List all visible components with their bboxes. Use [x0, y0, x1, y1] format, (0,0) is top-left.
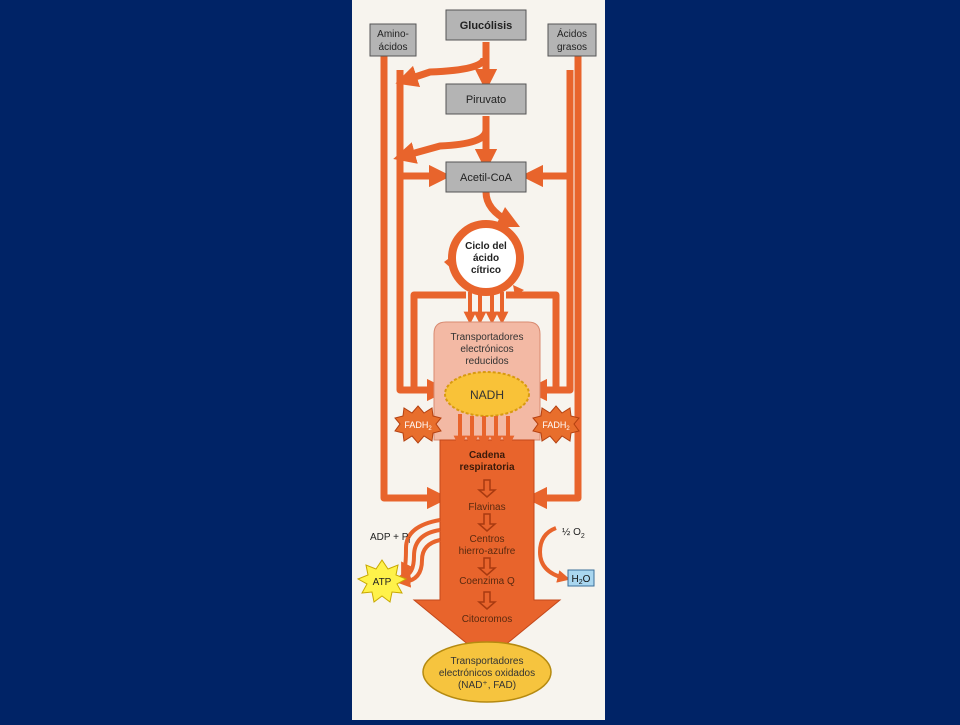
side-arrows — [380, 42, 582, 510]
fadh-left-burst: FADH2 — [394, 405, 442, 444]
oxidized-label-1: Transportadores — [451, 656, 524, 667]
aminoacidos-label-2: ácidos — [379, 42, 408, 53]
acidos-grasos-label-2: grasos — [557, 42, 587, 53]
chain-flavinas: Flavinas — [468, 502, 505, 513]
oxidized-carriers: Transportadores electrónicos oxidados (N… — [422, 641, 552, 703]
arrow-cycle-left-out — [410, 291, 466, 390]
chain-centros-1: Centros — [469, 534, 504, 545]
box-piruvato: Piruvato — [445, 83, 527, 115]
chain-citocromos: Citocromos — [462, 614, 513, 625]
chain-labels: Cadena respiratoria Flavinas Centros hie… — [459, 450, 516, 625]
box-glucolisis: Glucólisis — [445, 9, 527, 41]
atp-label: ATP — [373, 577, 392, 588]
water-label: H2O — [572, 574, 591, 586]
chain-title-1: Cadena — [469, 450, 506, 461]
chain-centros-2: hierro-azufre — [459, 546, 516, 557]
glucolisis-label: Glucólisis — [460, 20, 513, 32]
reduced-carriers-label-3: reducidos — [465, 356, 508, 367]
arrow-acetil-cycle — [482, 191, 521, 228]
chain-coenzima: Coenzima Q — [459, 576, 515, 587]
arrow-right-outer — [524, 56, 582, 510]
adp-label: ADP + Pi — [370, 532, 410, 545]
cycle-label-2: ácido — [473, 253, 499, 264]
nadh-burst: NADH — [444, 371, 530, 417]
acetil-coa-label: Acetil-CoA — [460, 172, 513, 184]
aminoacidos-label-1: Amino- — [377, 29, 409, 40]
atp-burst: ATP — [356, 559, 408, 603]
box-acidos-grasos: Ácidos grasos — [547, 23, 597, 57]
box-aminoacidos: Amino- ácidos — [369, 23, 417, 57]
oxygen-water-arrow — [537, 526, 571, 583]
cycle-label-1: Ciclo del — [465, 241, 507, 252]
cycle-label-3: cítrico — [471, 265, 501, 276]
reduced-carriers-label-2: electrónicos — [460, 344, 513, 355]
citric-acid-cycle: Ciclo del ácido cítrico — [444, 220, 524, 296]
fadh-right-burst: FADH2 — [532, 405, 580, 444]
arrow-cycle-right-out — [506, 291, 560, 390]
oxidized-label-2: electrónicos oxidados — [439, 668, 535, 679]
piruvato-label: Piruvato — [466, 94, 506, 106]
oxidized-label-3: (NAD⁺, FAD) — [458, 680, 516, 691]
box-acetil-coa: Acetil-CoA — [445, 161, 527, 193]
respiratory-chain-arrow — [412, 439, 562, 661]
fadh-right-label: FADH2 — [542, 420, 570, 432]
arrow-piruvato-aminoacidos — [393, 129, 490, 164]
adp-atp-branch — [397, 518, 441, 588]
cycle-output-arrows — [463, 292, 509, 325]
water-box: H2O — [567, 569, 595, 587]
reduced-carriers-label-1: Transportadores — [451, 332, 524, 343]
nadh-label: NADH — [470, 388, 504, 402]
oxygen-label: ½ O2 — [562, 527, 585, 540]
acidos-grasos-label-1: Ácidos — [557, 27, 587, 40]
nadh-output-arrows — [453, 414, 515, 449]
fadh-left-label: FADH2 — [404, 420, 432, 432]
chain-title-2: respiratoria — [459, 462, 514, 473]
arrow-left-outer — [380, 56, 450, 510]
chain-step-arrows — [477, 479, 497, 610]
